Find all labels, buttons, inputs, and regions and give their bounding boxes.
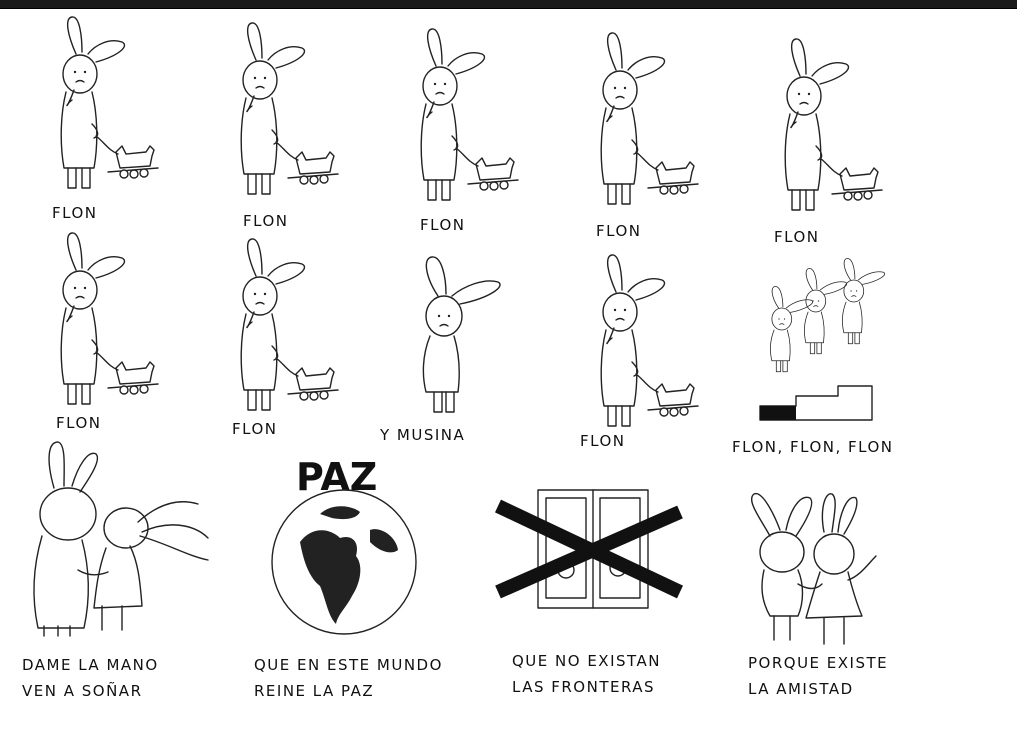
two-bunnies-hugging-icon	[751, 493, 877, 645]
bunny-with-dog-panel-4	[578, 32, 708, 212]
bunnies-handshake-panel	[18, 440, 218, 640]
two-bunnies-holding-hands-icon	[33, 441, 209, 637]
bunny-with-dog-panel-2	[218, 22, 348, 202]
top-bar	[0, 0, 1017, 9]
panel-caption: QUE EN ESTE MUNDO REINE LA PAZ	[254, 656, 443, 700]
globe-panel: PAZ	[260, 446, 430, 636]
bunny-holding-toy-dog-icon	[600, 32, 699, 205]
panel-caption: FLON	[52, 204, 98, 222]
bunny-holding-toy-dog-icon	[420, 28, 519, 201]
panel-caption: FLON	[56, 414, 102, 432]
panel-caption: DAME LA MANO VEN A SOÑAR	[22, 656, 159, 700]
bunny-with-dog-panel-7	[218, 238, 348, 418]
panel-caption: QUE NO EXISTAN LAS FRONTERAS	[512, 652, 662, 696]
bunny-alone-panel	[408, 256, 518, 416]
panel-caption: FLON	[232, 420, 278, 438]
panel-caption: PORQUE EXISTE LA AMISTAD	[748, 654, 889, 698]
three-bunnies-on-podium-icon	[759, 258, 886, 421]
bunny-holding-toy-dog-icon	[240, 238, 339, 411]
panel-caption: FLON	[580, 432, 626, 450]
panel-caption: FLON, FLON, FLON	[732, 438, 894, 456]
bunny-with-dog-panel-8	[578, 254, 708, 434]
bunny-holding-toy-dog-icon	[600, 254, 699, 427]
bunny-holding-toy-dog-icon	[784, 38, 883, 211]
globe-icon: PAZ	[271, 455, 417, 635]
bunnies-podium-panel	[756, 256, 886, 426]
bunny-holding-toy-dog-icon	[60, 16, 159, 189]
bunny-with-dog-panel-1	[38, 16, 168, 196]
bunny-standing-icon	[422, 256, 501, 413]
panel-caption: FLON	[243, 212, 289, 230]
bunny-with-dog-panel-5	[762, 38, 892, 218]
panel-caption: FLON	[420, 216, 466, 234]
bunnies-hug-panel	[740, 484, 890, 654]
globe-word: PAZ	[296, 455, 377, 499]
panel-caption: FLON	[774, 228, 820, 246]
bunny-holding-toy-dog-icon	[240, 22, 339, 195]
bunny-with-dog-panel-6	[38, 232, 168, 412]
crossed-out-window-icon	[495, 489, 683, 609]
panel-caption: FLON	[596, 222, 642, 240]
panel-caption: Y MUSINA	[380, 426, 466, 444]
bunny-with-dog-panel-3	[398, 28, 528, 208]
bunny-holding-toy-dog-icon	[60, 232, 159, 405]
crossed-window-panel	[494, 484, 684, 614]
